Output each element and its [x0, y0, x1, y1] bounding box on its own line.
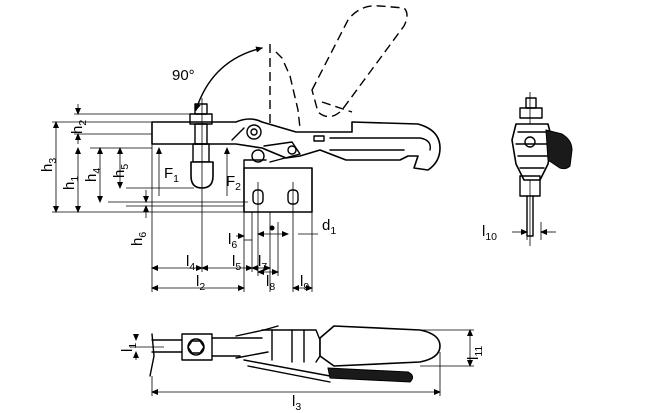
label-l6: l6 — [228, 231, 237, 251]
label-l11: l11 — [465, 346, 485, 360]
spindle — [189, 98, 214, 196]
label-h1: h1 — [61, 176, 81, 190]
clamp-arm — [151, 118, 441, 171]
label-l7: l7 — [258, 253, 267, 273]
label-f1: F1 — [164, 165, 179, 185]
label-angle: 90° — [172, 67, 195, 84]
label-f2: F2 — [226, 173, 241, 193]
label-d1: d1 — [322, 217, 336, 237]
label-l8: l8 — [266, 273, 275, 293]
dimension-labels: 90° F1 F2 h3 h2 h1 h4 h5 h6 l4 l5 l6 l7 … — [39, 67, 497, 413]
label-l1: l1 — [119, 343, 139, 352]
label-l4: l4 — [186, 253, 195, 273]
base-plate — [243, 159, 313, 216]
label-l10: l10 — [482, 223, 497, 243]
label-h4: h4 — [83, 168, 103, 182]
label-h2: h2 — [69, 120, 89, 134]
label-l9: l9 — [300, 273, 309, 293]
open-handle-outline — [269, 5, 408, 129]
top-view — [130, 325, 474, 396]
front-dimensions — [52, 104, 318, 292]
side-view — [511, 92, 573, 246]
label-h3: h3 — [39, 158, 59, 172]
label-l5: l5 — [232, 253, 241, 273]
label-h6: h6 — [129, 232, 149, 246]
label-l2: l2 — [196, 273, 205, 293]
label-l3: l3 — [292, 393, 301, 413]
label-h5: h5 — [111, 164, 131, 178]
angle-arc — [194, 46, 263, 111]
front-view — [151, 5, 441, 216]
